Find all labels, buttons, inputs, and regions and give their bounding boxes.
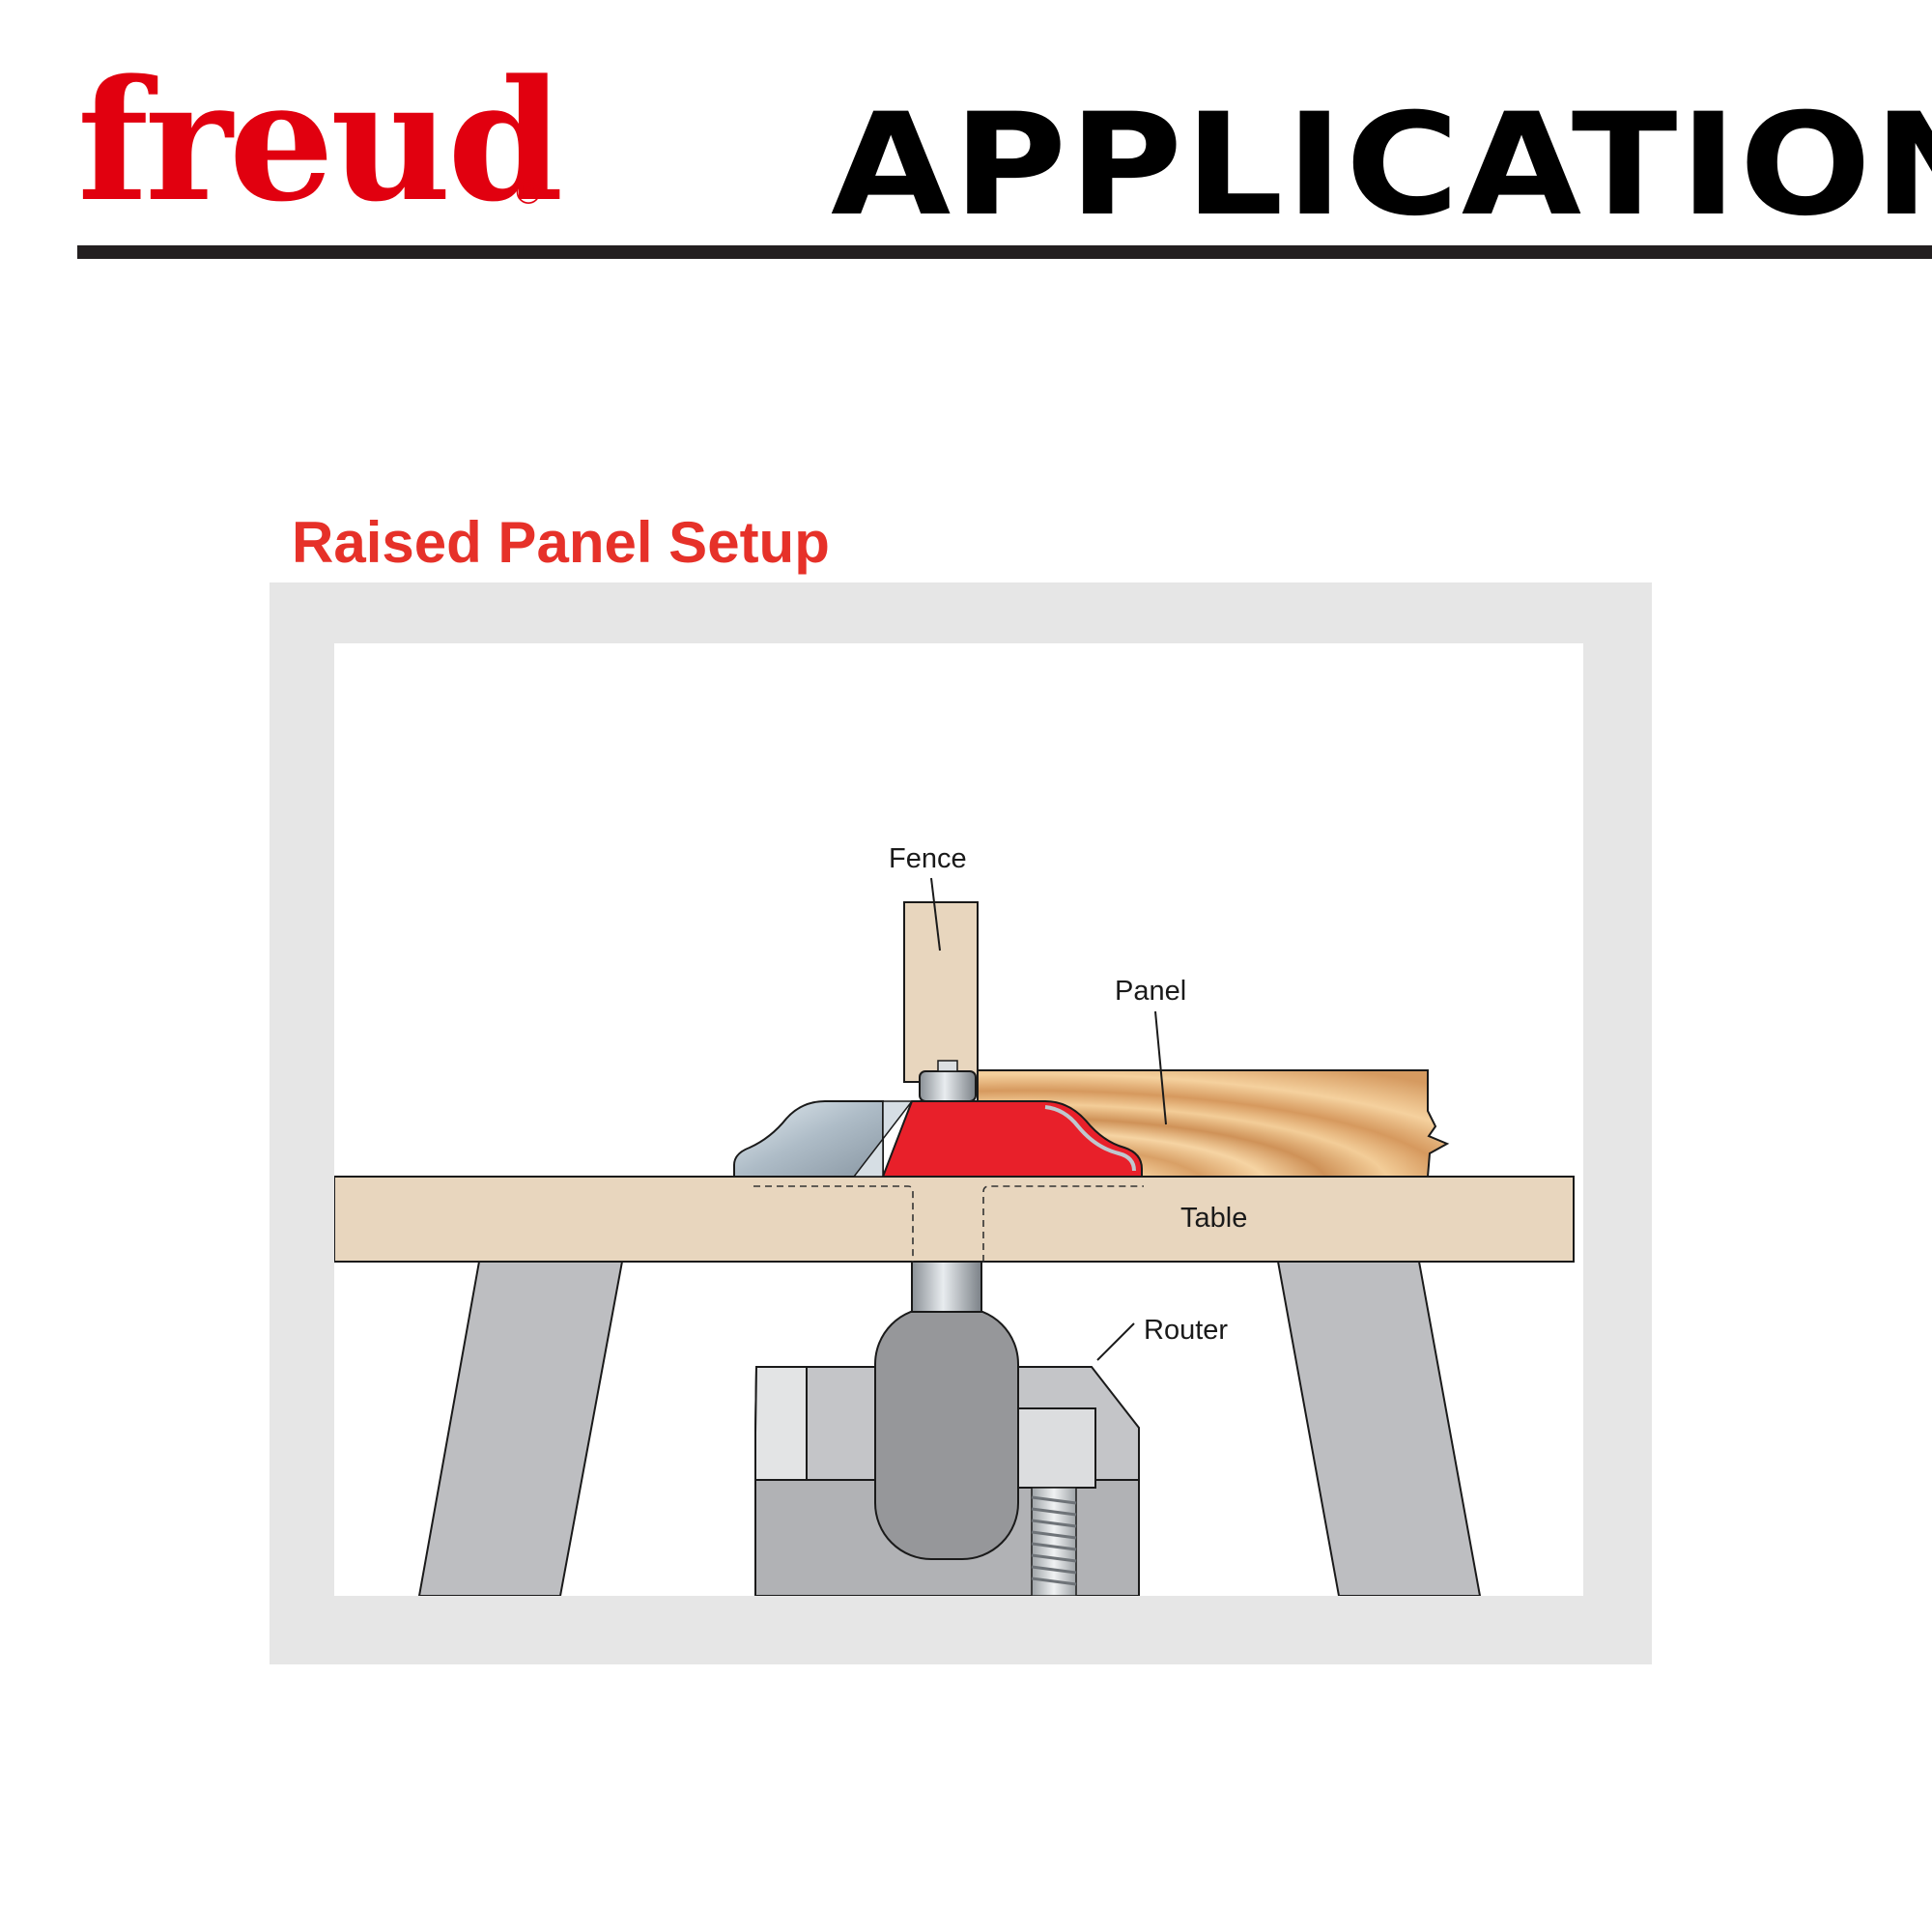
page-title: APPLICATION (831, 83, 1932, 247)
label-router: Router (1144, 1315, 1228, 1346)
table-leg-left (417, 1261, 624, 1596)
header-divider (77, 245, 1932, 259)
logo-wordmark: freud (77, 43, 563, 239)
bit-recess (753, 1185, 1144, 1262)
label-panel: Panel (1115, 976, 1186, 1007)
raised-panel-diagram: Fence Panel Table Router (334, 843, 1575, 1596)
router-bit (733, 1060, 1143, 1178)
fence (903, 901, 979, 1083)
diagram-canvas: Fence Panel Table Router (334, 643, 1583, 1596)
label-table: Table (1180, 1203, 1247, 1234)
table-leg-right (1276, 1261, 1482, 1596)
diagram-title: Raised Panel Setup (292, 510, 830, 575)
label-fence: Fence (889, 843, 967, 874)
router-leader (1096, 1322, 1135, 1361)
fence-leader (930, 877, 941, 952)
router-body (754, 1261, 1140, 1596)
panel-leader (1154, 1010, 1167, 1125)
table-top (334, 1176, 1575, 1263)
freud-logo: freud ® (77, 43, 563, 239)
registered-mark: ® (512, 174, 545, 213)
